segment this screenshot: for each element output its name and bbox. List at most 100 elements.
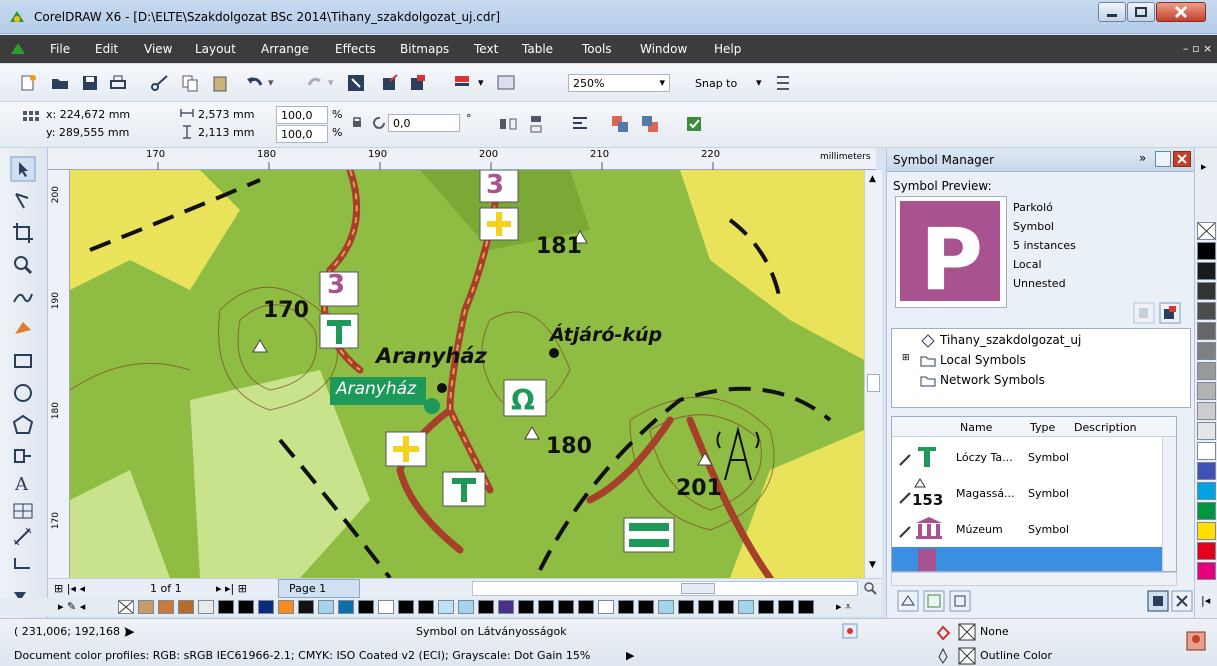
convert-to-symbol-icon[interactable] [923, 590, 945, 612]
open-icon[interactable] [50, 73, 70, 93]
color-swatch[interactable] [578, 600, 594, 614]
color-swatch[interactable] [158, 600, 174, 614]
color-swatch[interactable] [1197, 542, 1216, 560]
column-name[interactable]: Name [960, 421, 993, 434]
color-swatch[interactable] [498, 600, 514, 614]
table-row-selected[interactable] [892, 547, 1176, 571]
color-swatch[interactable] [1197, 242, 1216, 260]
color-swatch[interactable] [1197, 462, 1216, 480]
color-swatch[interactable] [1197, 362, 1216, 380]
color-swatch[interactable] [1197, 402, 1216, 420]
color-swatch[interactable] [1197, 262, 1216, 280]
snap-dropdown-icon[interactable]: ▾ [756, 76, 762, 89]
table-scrollbar[interactable] [1162, 437, 1176, 571]
y-position-field[interactable]: y: 289,555 mm [46, 126, 130, 139]
color-swatch[interactable] [1197, 342, 1216, 360]
redo-dropdown-icon[interactable]: ▾ [328, 76, 334, 89]
zoom-tool-icon[interactable] [10, 252, 36, 278]
color-swatch[interactable] [198, 600, 214, 614]
expand-icon[interactable]: ⊞ [902, 353, 910, 363]
color-swatch[interactable] [758, 600, 774, 614]
vertical-ruler[interactable]: 200 190 180 170 [48, 170, 70, 578]
scale-to-fit-icon[interactable] [1147, 590, 1169, 612]
color-swatch[interactable] [538, 600, 554, 614]
height-field[interactable]: 2,113 mm [198, 126, 255, 139]
export-icon[interactable] [380, 73, 400, 93]
color-swatch[interactable] [1197, 282, 1216, 300]
cut-icon[interactable] [150, 73, 170, 93]
freehand-tool-icon[interactable] [10, 284, 36, 310]
color-swatch[interactable] [1197, 522, 1216, 540]
save-icon[interactable] [80, 73, 100, 93]
color-swatch[interactable] [658, 600, 674, 614]
publish-pdf-icon[interactable] [408, 73, 428, 93]
import-icon[interactable] [346, 73, 366, 93]
color-swatch[interactable] [138, 600, 154, 614]
connector-tool-icon[interactable] [10, 552, 36, 578]
close-button[interactable] [1156, 2, 1206, 22]
width-field[interactable]: 2,573 mm [198, 108, 255, 121]
color-swatch[interactable] [598, 600, 614, 614]
color-swatch[interactable] [358, 600, 374, 614]
color-swatch[interactable] [1197, 482, 1216, 500]
color-swatch[interactable] [1197, 322, 1216, 340]
zoom-select[interactable]: 250%▾ [568, 74, 670, 92]
color-swatch[interactable] [458, 600, 474, 614]
page-tab[interactable]: Page 1 [278, 579, 360, 598]
polygon-tool-icon[interactable] [10, 412, 36, 438]
scroll-down-icon[interactable]: ▼ [869, 560, 876, 570]
color-swatch[interactable] [338, 600, 354, 614]
rectangle-tool-icon[interactable] [10, 348, 36, 374]
color-swatch[interactable] [1197, 382, 1216, 400]
wrap-text-icon[interactable] [570, 114, 590, 134]
menu-bitmaps[interactable]: Bitmaps [400, 42, 450, 56]
paste-icon[interactable] [210, 73, 230, 93]
export-symbol-icon[interactable] [1159, 302, 1181, 324]
color-swatch[interactable] [318, 600, 334, 614]
menu-help[interactable]: Help [714, 42, 742, 56]
color-swatch[interactable] [698, 600, 714, 614]
add-symbol-icon[interactable] [897, 590, 919, 612]
color-swatch[interactable] [738, 600, 754, 614]
snap-to-button[interactable]: Snap to [695, 77, 738, 90]
menu-window[interactable]: Window [640, 42, 688, 56]
revert-symbol-icon[interactable] [949, 590, 971, 612]
x-position-field[interactable]: x: 224,672 mm [46, 108, 131, 121]
next-page-icon[interactable]: ▸ ▸| ⊞ [216, 582, 247, 595]
pick-tool-icon[interactable] [10, 156, 36, 182]
new-document-icon[interactable] [18, 73, 38, 93]
color-proof-icon[interactable] [842, 623, 858, 639]
scroll-thumb[interactable] [867, 374, 880, 392]
mirror-vertical-icon[interactable] [526, 114, 546, 134]
color-swatch[interactable] [418, 600, 434, 614]
color-swatch[interactable] [378, 600, 394, 614]
color-swatch[interactable] [638, 600, 654, 614]
basic-shapes-tool-icon[interactable] [10, 442, 36, 468]
color-swatch[interactable] [438, 600, 454, 614]
coords-expand-icon[interactable]: ▶ [126, 625, 135, 638]
lock-ratio-icon[interactable] [350, 115, 364, 129]
undo-icon[interactable] [245, 73, 265, 93]
drawing-canvas[interactable]: Ω 3 181 170 Átjáró-kúp Aranyház Aranyház… [70, 170, 864, 578]
color-swatch[interactable] [798, 600, 814, 614]
color-swatch[interactable] [1197, 502, 1216, 520]
docker-expand-icon[interactable]: » [1139, 151, 1147, 165]
rotation-field[interactable]: 0,0 [388, 114, 460, 132]
color-swatch[interactable] [1197, 562, 1216, 580]
menu-arrange[interactable]: Arrange [261, 42, 309, 56]
color-swatch[interactable] [218, 600, 234, 614]
navigator-zoom-icon[interactable] [862, 580, 878, 596]
menu-view[interactable]: View [144, 42, 173, 56]
tree-item-document[interactable]: Tihany_szakdolgozat_uj [940, 333, 1082, 347]
color-swatch[interactable] [1197, 422, 1216, 440]
color-swatch[interactable] [518, 600, 534, 614]
table-tool-icon[interactable] [10, 498, 36, 524]
docker-minimize-button[interactable] [1155, 151, 1171, 167]
menu-text[interactable]: Text [474, 42, 499, 56]
text-tool-icon[interactable]: A [10, 470, 36, 496]
redo-icon[interactable] [305, 73, 325, 93]
application-launcher-icon[interactable] [452, 73, 472, 93]
horizontal-scrollbar[interactable] [472, 581, 858, 596]
welcome-screen-icon[interactable] [496, 73, 516, 93]
color-swatch[interactable] [1197, 442, 1216, 460]
